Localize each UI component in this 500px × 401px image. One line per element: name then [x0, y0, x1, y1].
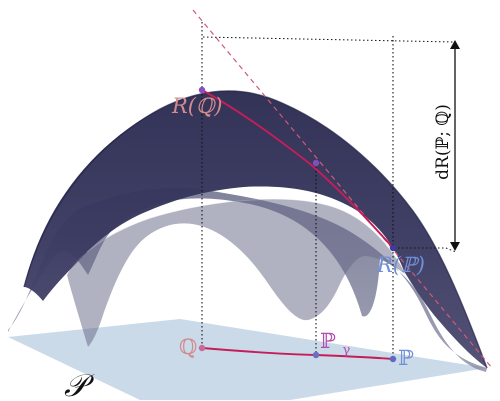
label-divergence: dR(ℙ; ℚ) [433, 104, 453, 180]
surface-inner-contour [86, 198, 387, 253]
point-q-plane [198, 344, 206, 352]
divergence-arrow-bottom-head [450, 242, 460, 251]
upper-path-curve [201, 89, 394, 249]
label-p-gamma: ℙ γ [320, 329, 350, 358]
label-p-gamma-subscript: γ [342, 343, 350, 358]
label-r-p: R(ℙ) [376, 253, 425, 277]
divergence-arrow-top-head [450, 40, 460, 49]
surface-front-fold [67, 199, 405, 347]
point-p-plane [389, 355, 397, 363]
point-pgamma-plane [312, 351, 320, 359]
label-r-q: R(ℚ) [171, 94, 223, 118]
point-r-q [198, 86, 206, 94]
top-dotted-bracket [201, 22, 455, 44]
point-r-pgamma [312, 159, 320, 167]
label-p: ℙ [398, 346, 414, 370]
dashed-tangent-line [192, 9, 493, 369]
surface-upper-sheet [24, 90, 487, 368]
label-p-gamma-main: ℙ [320, 329, 336, 353]
label-q: ℚ [179, 335, 197, 359]
surface-left-outline [23, 90, 488, 369]
domain-plane [8, 319, 487, 400]
point-r-p [389, 244, 397, 252]
bottom-dotted-bracket [394, 247, 457, 253]
